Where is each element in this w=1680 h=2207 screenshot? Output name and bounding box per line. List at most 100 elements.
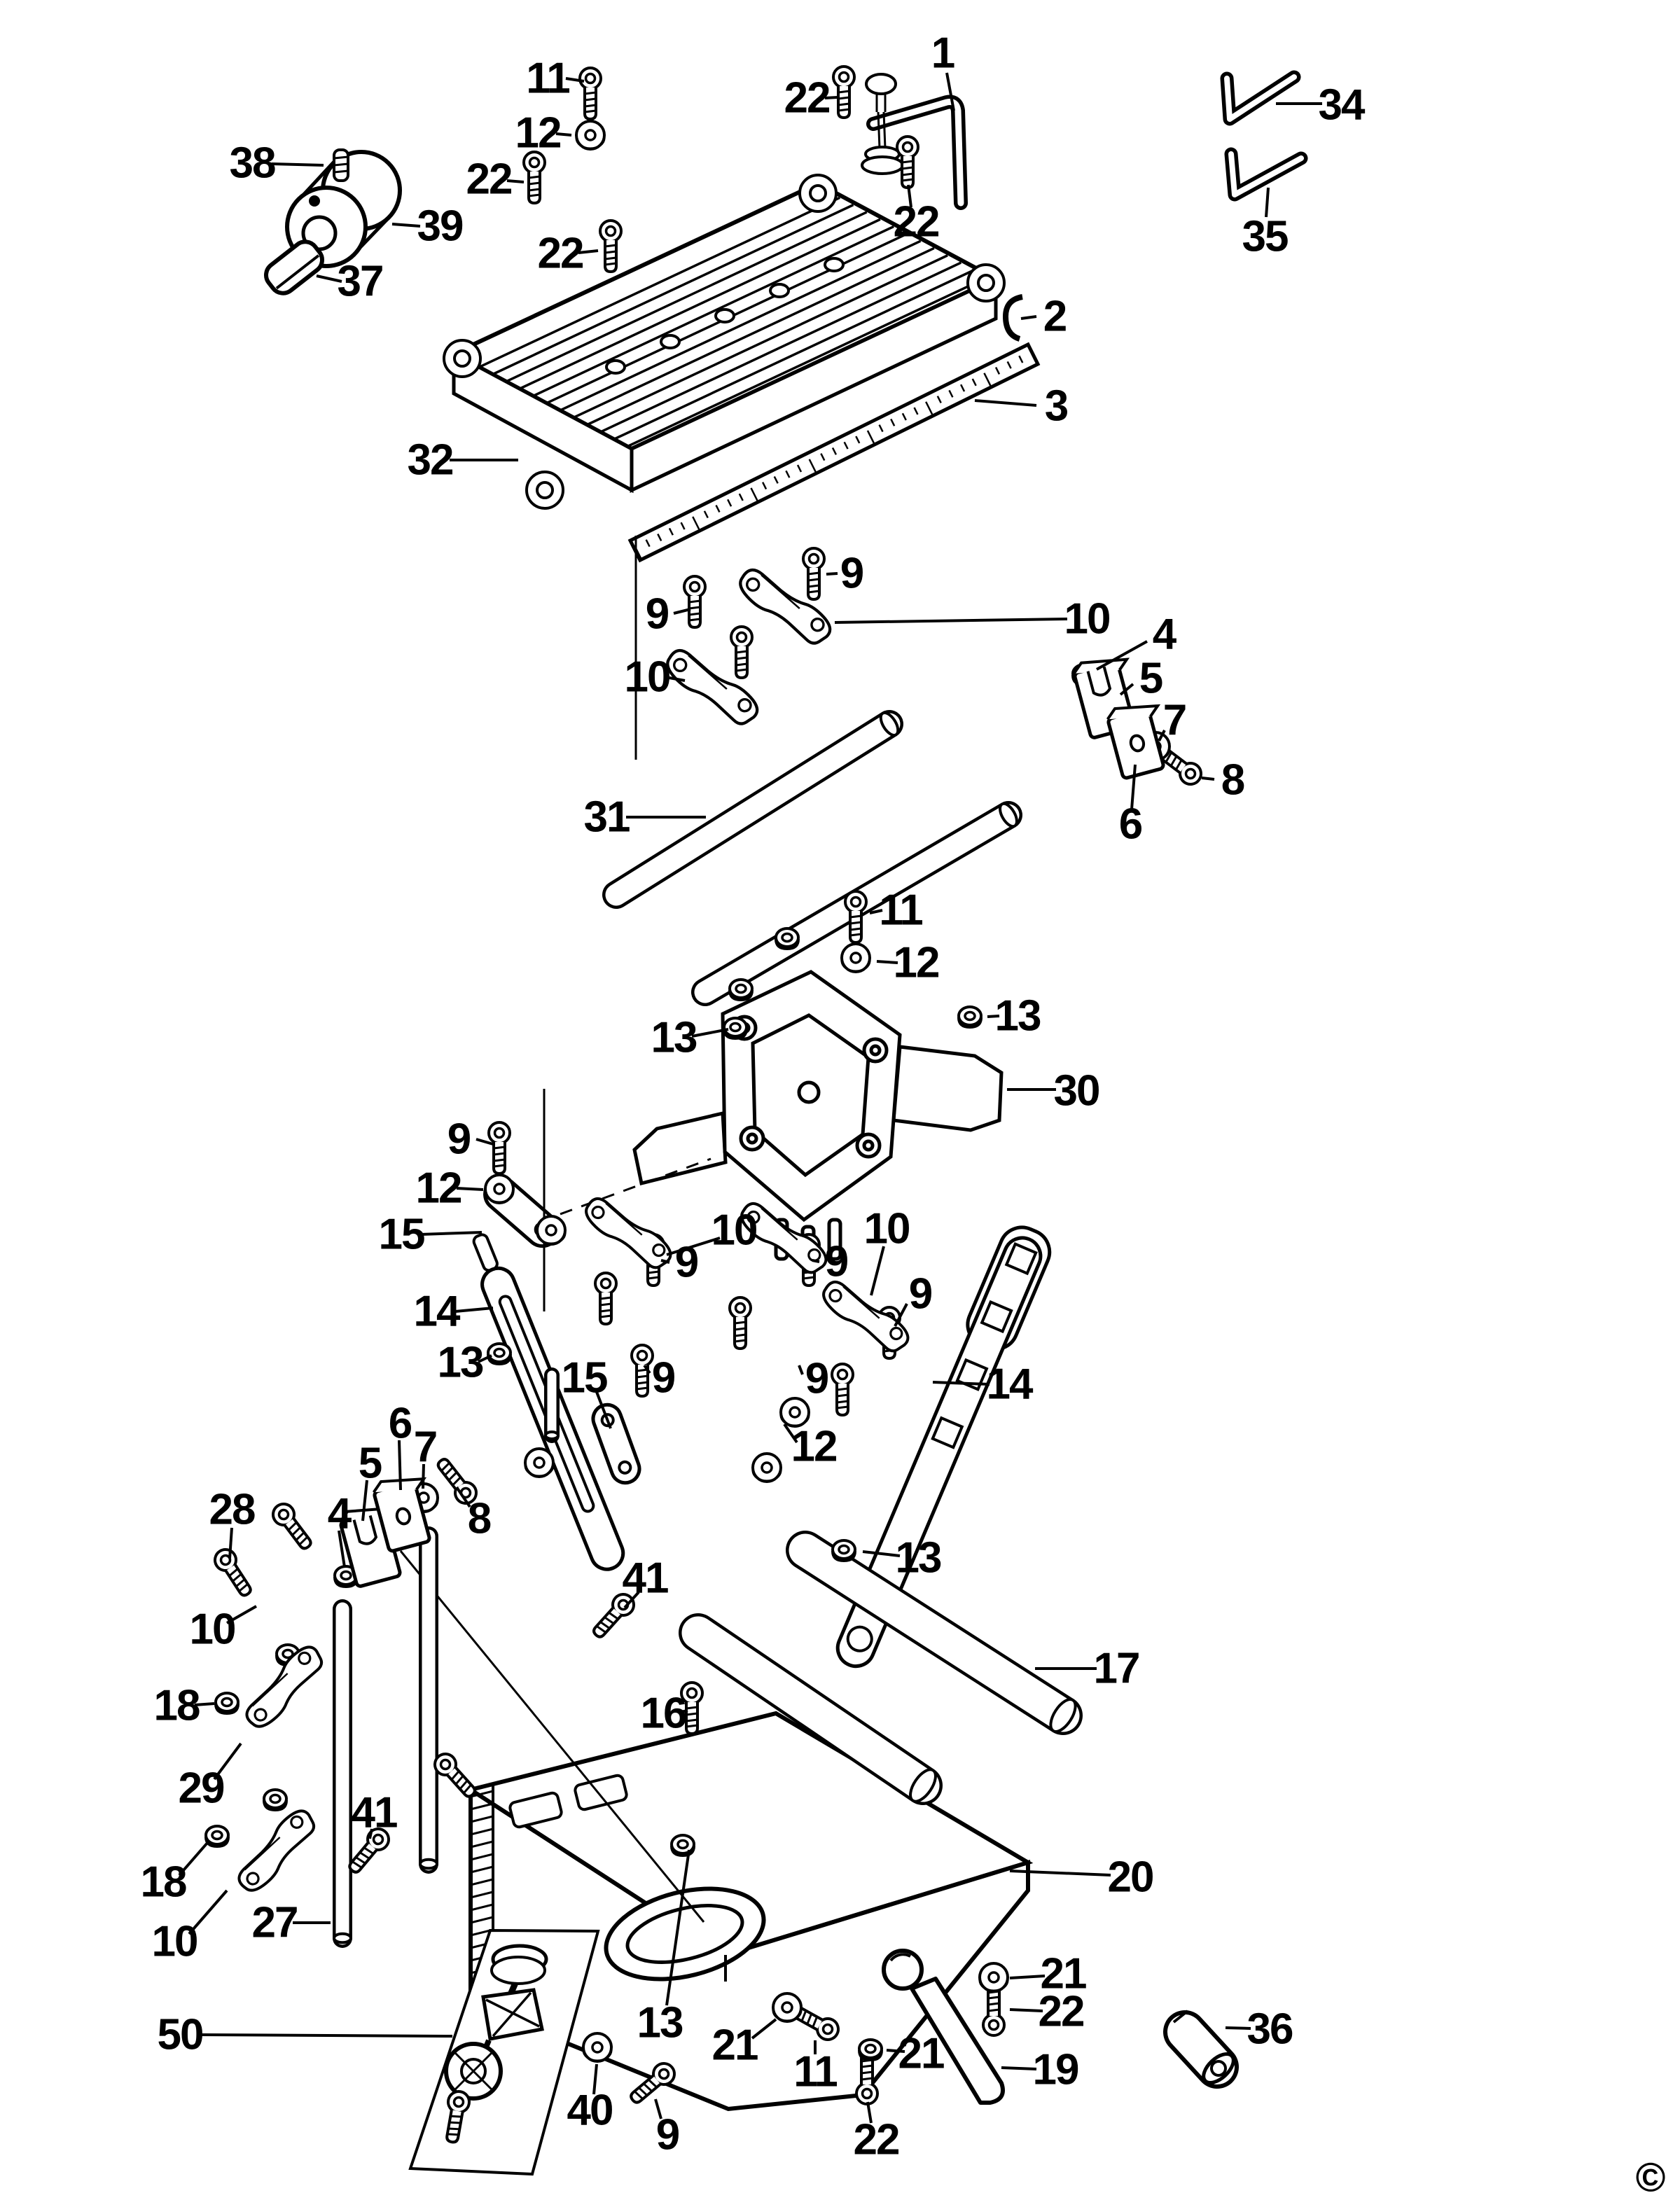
part-rod xyxy=(544,1367,560,1443)
callout-leader-69 xyxy=(866,2101,873,2124)
callout-leader-32 xyxy=(419,1231,483,1236)
alignment-dashed-line xyxy=(539,1157,711,1223)
callout-label-47: 16 xyxy=(641,1690,686,1738)
callout-label-40: 14 xyxy=(987,1360,1034,1409)
callout-leader-44 xyxy=(783,1423,798,1444)
callout-leader-17 xyxy=(673,608,691,615)
part-nut xyxy=(263,1788,288,1811)
callout-leader-41 xyxy=(595,1391,612,1429)
callout-leader-18 xyxy=(665,676,686,682)
callout-leader-64 xyxy=(592,2063,598,2095)
callout-label-49: 20 xyxy=(1108,1853,1153,1902)
part-screw xyxy=(831,1363,854,1416)
callout-label-28: 13 xyxy=(651,1014,697,1062)
part-knob-assembly xyxy=(408,1928,600,2176)
callout-leader-12 xyxy=(1020,315,1037,320)
callout-label-34: 13 xyxy=(438,1339,483,1387)
part-key-37 xyxy=(264,239,324,295)
callout-label-44: 12 xyxy=(791,1423,837,1471)
part-washer xyxy=(524,1447,555,1478)
callout-label-2: 12 xyxy=(515,109,561,158)
callout-leader-7 xyxy=(271,162,324,167)
callout-label-57: 18 xyxy=(154,1682,200,1730)
part-fence xyxy=(465,1711,1034,2112)
callout-leader-70 xyxy=(886,2049,905,2053)
part-clamp-rod xyxy=(861,73,968,210)
part-table-top xyxy=(443,174,1006,510)
callout-label-35: 10 xyxy=(711,1206,757,1255)
callout-leader-43 xyxy=(798,1365,804,1375)
callout-leader-47 xyxy=(680,1709,688,1713)
part-screw xyxy=(728,1296,752,1350)
callout-label-30: 9 xyxy=(447,1115,471,1164)
callout-label-62: 41 xyxy=(352,1789,397,1837)
callout-leader-71 xyxy=(1001,2066,1037,2070)
callout-label-27: 13 xyxy=(995,992,1041,1040)
callout-label-7: 38 xyxy=(230,139,275,188)
callout-label-67: 21 xyxy=(712,2021,758,2070)
callout-leader-72 xyxy=(1009,1975,1046,1979)
callout-label-1: 11 xyxy=(526,55,569,103)
part-nut xyxy=(670,1834,695,1857)
callout-leader-63 xyxy=(200,2033,453,2038)
callout-label-56: 10 xyxy=(190,1606,235,1654)
part-clamp-handle xyxy=(882,1949,1005,2105)
callout-leader-40 xyxy=(932,1381,990,1386)
callout-label-53: 6 xyxy=(389,1400,412,1448)
callout-label-6: 35 xyxy=(1242,213,1288,261)
callout-leader-62 xyxy=(368,1828,373,1839)
callout-label-19: 4 xyxy=(1153,611,1177,659)
callout-label-70: 21 xyxy=(898,2030,944,2078)
callout-label-43: 9 xyxy=(805,1355,828,1403)
callout-label-31: 12 xyxy=(416,1164,461,1213)
part-washer xyxy=(582,2032,613,2063)
callout-leader-49 xyxy=(1009,1870,1111,1877)
callout-label-29: 30 xyxy=(1054,1067,1099,1115)
callout-label-50: 28 xyxy=(209,1486,255,1534)
callout-label-65: 9 xyxy=(656,2111,679,2159)
callout-leader-28 xyxy=(691,1028,729,1038)
part-screw xyxy=(832,65,856,119)
callout-label-48: 41 xyxy=(623,1554,668,1603)
callout-label-71: 19 xyxy=(1033,2046,1078,2094)
callout-leader-36 xyxy=(660,1259,670,1264)
callout-label-18: 10 xyxy=(625,653,670,702)
callout-label-23: 6 xyxy=(1119,800,1142,849)
callout-label-36: 9 xyxy=(675,1239,698,1287)
part-washer xyxy=(840,942,871,973)
callout-label-54: 7 xyxy=(414,1423,436,1472)
part-screw xyxy=(267,1498,318,1555)
callout-leader-10 xyxy=(578,249,599,254)
callout-label-13: 3 xyxy=(1045,382,1068,431)
part-rod xyxy=(419,1526,438,1874)
callout-label-0: 1 xyxy=(931,29,954,78)
callout-label-59: 18 xyxy=(141,1858,186,1907)
part-nut xyxy=(957,1005,983,1029)
callout-label-52: 5 xyxy=(359,1440,382,1488)
callout-label-26: 12 xyxy=(894,939,939,987)
callout-leader-20 xyxy=(1119,683,1134,696)
callout-leader-25 xyxy=(869,909,883,914)
callout-label-9: 37 xyxy=(338,258,383,306)
part-washer xyxy=(536,1215,567,1246)
callout-leader-21 xyxy=(1158,730,1166,742)
callout-leader-15 xyxy=(826,572,838,576)
part-screw xyxy=(209,1544,258,1601)
part-nut xyxy=(831,1539,856,1562)
callout-leader-13 xyxy=(974,399,1037,407)
part-screw xyxy=(578,67,602,120)
callout-leader-34 xyxy=(478,1354,492,1363)
callout-leader-30 xyxy=(475,1138,494,1146)
callout-label-16: 10 xyxy=(1064,595,1110,643)
callout-leader-60 xyxy=(188,1889,228,1935)
part-screw xyxy=(730,625,754,679)
callout-leader-66 xyxy=(665,1849,690,2006)
part-rod xyxy=(333,1599,352,1948)
callout-label-58: 29 xyxy=(179,1764,224,1813)
callout-label-39: 9 xyxy=(909,1270,932,1318)
callout-leader-53 xyxy=(398,1440,402,1491)
callout-leader-48 xyxy=(623,1591,640,1609)
callout-label-12: 2 xyxy=(1043,293,1066,341)
callout-label-21: 7 xyxy=(1163,697,1186,745)
callout-label-55: 8 xyxy=(468,1495,491,1543)
